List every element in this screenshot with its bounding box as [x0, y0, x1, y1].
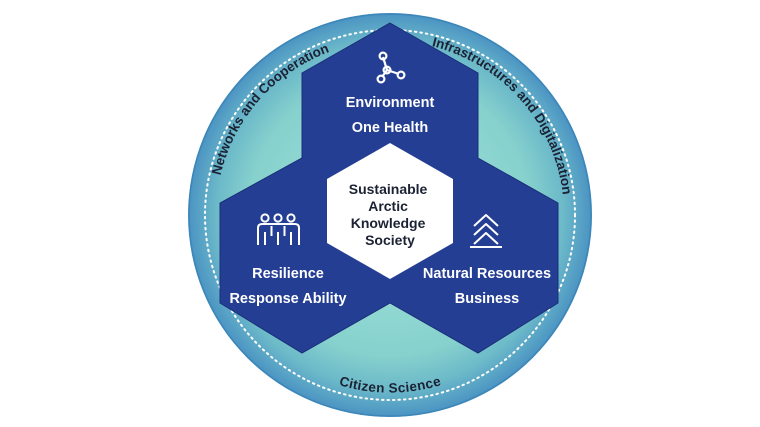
pillar-environment: Environment One Health — [346, 51, 435, 136]
one-health-label: One Health — [352, 120, 429, 136]
center-line-1: Sustainable — [349, 181, 428, 197]
environment-label: Environment — [346, 95, 435, 111]
molecule-network-icon — [376, 51, 406, 84]
center-hexagon — [327, 143, 453, 279]
business-label: Business — [455, 291, 519, 307]
ring-border — [188, 13, 592, 417]
resilience-label: Resilience — [252, 266, 324, 282]
people-group-icon — [257, 213, 300, 245]
trees-icon — [470, 214, 502, 248]
center-line-4: Society — [365, 232, 415, 248]
ring-label-citizen-science: Citizen Science — [338, 373, 443, 395]
pillar-resilience: Resilience Response Ability — [229, 213, 347, 307]
pillar-natural-resources: Natural Resources Business — [423, 214, 551, 307]
center-line-2: Arctic — [368, 198, 408, 214]
center-line-3: Knowledge — [351, 215, 426, 231]
natural-resources-label: Natural Resources — [423, 266, 551, 282]
response-ability-label: Response Ability — [229, 291, 346, 307]
center-label: Sustainable Arctic Knowledge Society — [349, 181, 431, 248]
